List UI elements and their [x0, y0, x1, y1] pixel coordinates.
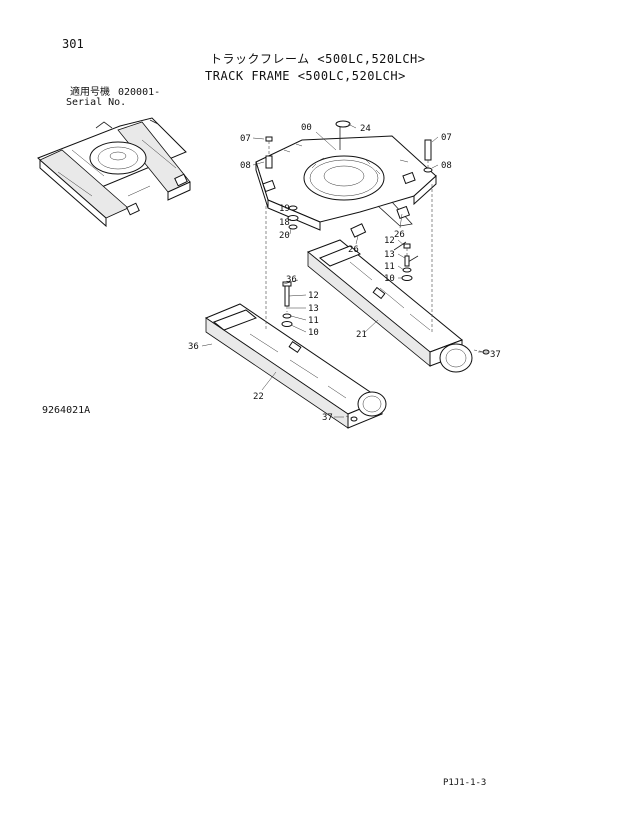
callout-07-left: 07 [240, 134, 251, 144]
callout-07-right: 07 [441, 133, 452, 143]
callout-18: 18 [279, 218, 290, 228]
sheet-code: P1J1-1-3 [443, 778, 487, 788]
callout-08-left: 08 [240, 161, 251, 171]
overview-thumbnail [37, 117, 191, 228]
right-fasteners [401, 243, 413, 281]
leader-lines [201, 123, 488, 418]
callout-12-left: 12 [308, 291, 319, 301]
page-number: 301 [62, 37, 84, 51]
callout-36-lower: 36 [188, 342, 199, 352]
callout-20: 20 [279, 231, 290, 241]
page-title-english: TRACK FRAME <500LC,520LCH> [205, 69, 406, 83]
callout-24: 24 [360, 124, 371, 134]
page-title-japanese: トラックフレーム <500LC,520LCH> [210, 52, 426, 66]
callout-10-right: 10 [384, 274, 395, 284]
callout-26-center: 26 [348, 245, 359, 255]
callout-26-right: 26 [394, 230, 405, 240]
callout-37-right: 37 [490, 350, 501, 360]
callout-10-left: 10 [308, 328, 319, 338]
callout-12-right: 12 [384, 236, 395, 246]
callout-08-right: 08 [441, 161, 452, 171]
callout-11-right: 11 [384, 262, 395, 272]
alignment-lines [265, 184, 433, 334]
serial-number-range: 020001- [118, 87, 161, 98]
callout-13-right: 13 [384, 250, 395, 260]
serial-label-japanese: 適用号機 [70, 87, 110, 98]
right-track-frame-part [307, 239, 473, 373]
main-frame-part [255, 120, 437, 238]
drawing-code: 9264021A [42, 405, 91, 416]
frame-fasteners [265, 136, 433, 230]
callout-labels: 00 24 07 07 08 08 19 18 20 26 26 12 13 1… [188, 123, 501, 423]
left-fasteners [281, 281, 293, 327]
left-track-frame-part [204, 303, 387, 429]
callout-21: 21 [356, 330, 367, 340]
callout-22: 22 [253, 392, 264, 402]
callout-37-lower: 37 [322, 413, 333, 423]
callout-00: 00 [301, 123, 312, 133]
callout-36-upper: 36 [286, 275, 297, 285]
serial-label-english: Serial No. [66, 97, 127, 108]
callout-11-left: 11 [308, 316, 319, 326]
callout-13-left: 13 [308, 304, 319, 314]
callout-19: 19 [279, 204, 290, 214]
